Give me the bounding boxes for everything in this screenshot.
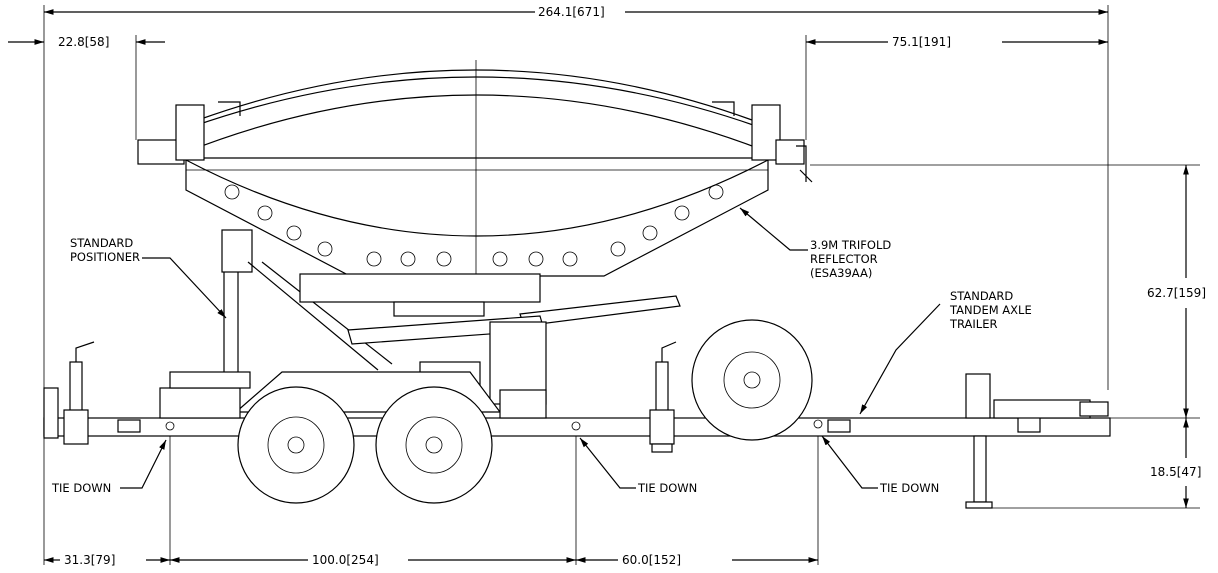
dim-bottom-3: 60.0[152] [622, 553, 681, 567]
dimension-lines [8, 5, 1200, 565]
dim-overall-length: 264.1[671] [538, 5, 605, 19]
dim-bottom-1: 31.3[79] [64, 553, 115, 567]
dim-height-lower: 18.5[47] [1150, 465, 1201, 479]
label-trailer: STANDARD TANDEM AXLE TRAILER [949, 289, 1035, 331]
dim-left-offset: 22.8[58] [58, 35, 109, 49]
dim-right-offset: 75.1[191] [892, 35, 951, 49]
leader-lines [120, 207, 941, 489]
label-tie-down-3: TIE DOWN [879, 481, 939, 495]
dim-height-upper: 62.7[159] [1147, 286, 1206, 300]
label-tie-down-1: TIE DOWN [51, 481, 111, 495]
callout-labels: STANDARD POSITIONER 3.9M TRIFOLD REFLECT… [51, 236, 1035, 495]
label-reflector: 3.9M TRIFOLD REFLECTOR (ESA39AA) [810, 238, 895, 280]
dimension-texts: 264.1[671] 22.8[58] 75.1[191] 62.7[159] … [58, 5, 1206, 567]
label-tie-down-2: TIE DOWN [637, 481, 697, 495]
reflector [137, 60, 813, 277]
trailer [43, 319, 1111, 509]
label-positioner: STANDARD POSITIONER [70, 236, 140, 264]
dim-bottom-2: 100.0[254] [312, 553, 379, 567]
